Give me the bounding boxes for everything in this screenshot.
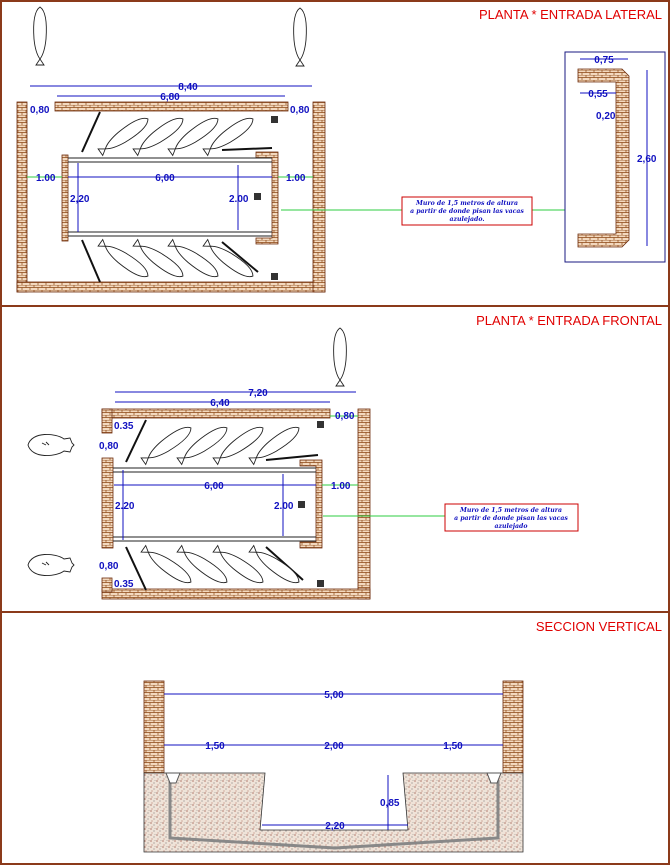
dim-label: 7,20 [248,388,268,399]
wall [312,101,326,293]
dim-label: 2,60 [637,154,657,165]
wall [61,154,69,242]
dim-label: 2,00 [324,741,344,752]
note-line: azulejado. [449,216,484,223]
person-icon [27,433,75,457]
dim-label: 6,80 [160,92,180,103]
wall [54,101,289,112]
section-title: PLANTA * ENTRADA LATERAL [479,7,662,22]
section-title: PLANTA * ENTRADA FRONTAL [476,313,662,328]
dim-label: 1.00 [286,173,306,184]
dim-label: 0,80 [30,105,50,116]
note-line: azulejado [494,523,527,530]
dim-label: 2.20 [115,501,135,512]
dim-label: 0,85 [380,798,400,809]
note-line: Muro de 1,5 metros de altura [459,507,562,514]
dim-label: 2,20 [325,821,345,832]
section-lateral: PLANTA * ENTRADA LATERAL 8,40 6,80 0,80 … [16,6,666,293]
dim-label: 1,50 [205,741,225,752]
dim-label: 2,20 [70,194,90,205]
person-icon [293,7,307,67]
note-box [401,196,533,226]
dim-label: 2.00 [274,501,294,512]
note-line: a partir de donde pisan las vacas [410,208,524,215]
section-frontal: PLANTA * ENTRADA FRONTAL 7,20 6,40 0,80 … [27,313,662,600]
wall-detail [577,68,630,248]
dim-label: 0,80 [290,105,310,116]
wall-detail-box [564,51,666,263]
dim-label: 5,00 [324,690,344,701]
dim-label: 6,00 [204,481,224,492]
person-icon [333,327,347,387]
dim-label: 1,50 [443,741,463,752]
note-box [444,503,579,532]
dim-label: 0,80 [99,561,119,572]
dim-label: 1.00 [36,173,56,184]
dim-label: 0,80 [99,441,119,452]
soil [143,772,524,853]
section-title: SECCION VERTICAL [536,619,662,634]
dim-label: 0.35 [114,579,134,590]
dim-label: 2.00 [229,194,249,205]
dim-label: 6,40 [210,398,230,409]
dim-label: 0,20 [596,111,616,122]
dim-label: 6,00 [155,173,175,184]
dim-label: 1.00 [331,481,351,492]
person-icon [33,6,47,66]
section-vertical: SECCION VERTICAL 5,00 1,50 2,00 1,50 0,8… [143,619,662,853]
person-icon [27,553,75,577]
dim-label: 0,75 [594,55,614,66]
dim-label: 0,80 [335,411,355,422]
wall [16,281,326,293]
dim-label: 0.35 [114,421,134,432]
note-line: Muro de 1,5 metros de altura [415,200,518,207]
wall [16,101,28,293]
dim-label: 8,40 [178,82,198,93]
dim-label: 0,55 [588,89,608,100]
note-line: a partir de donde pisan las vacas [454,515,568,522]
